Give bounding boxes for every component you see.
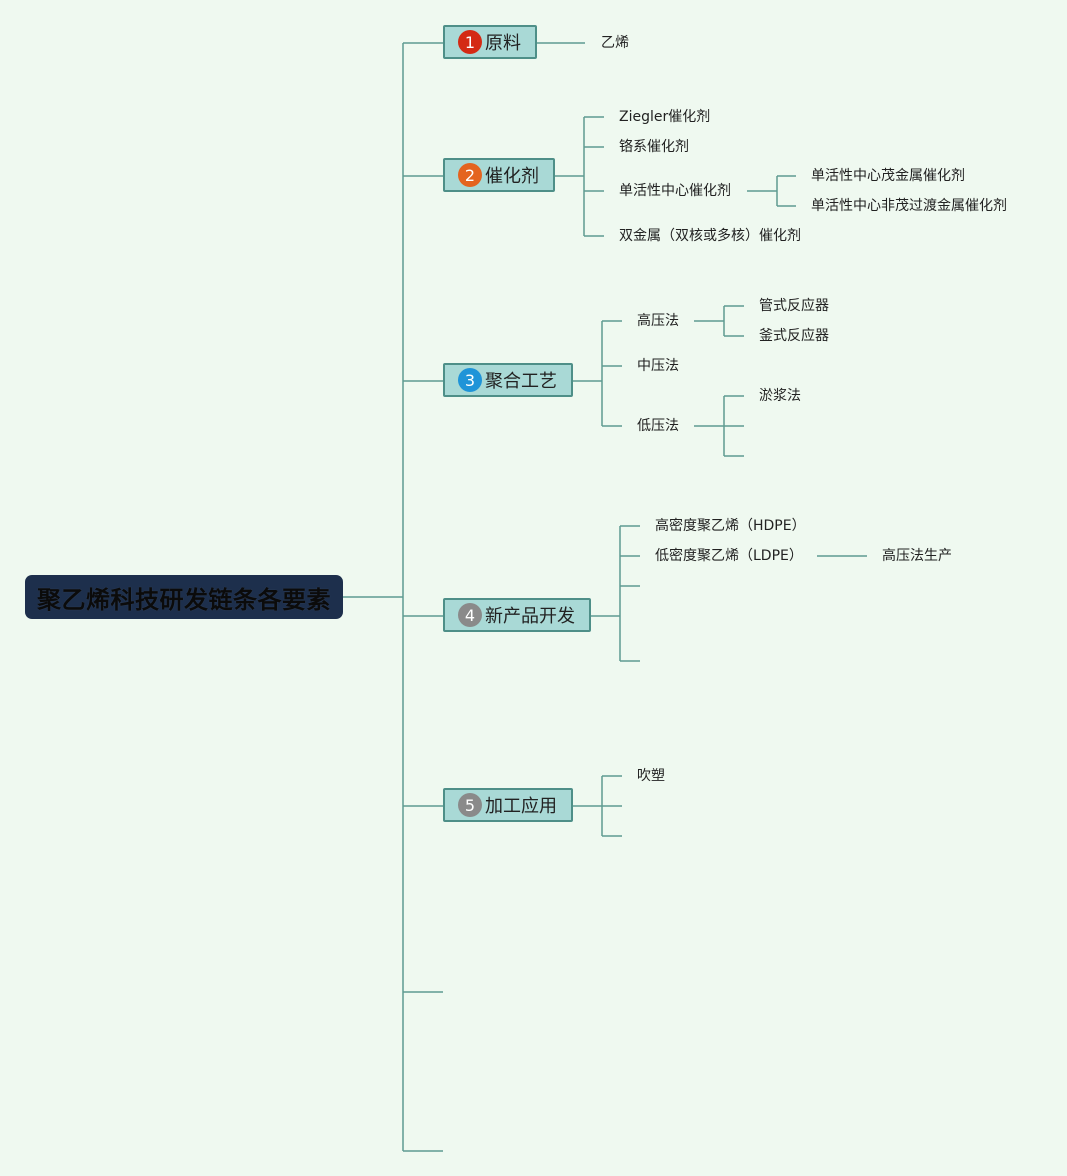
subtopic-bimetallic-catalyst[interactable]: 双金属（双核或多核）催化剂 (619, 228, 801, 244)
topic-label: 催化剂 (485, 166, 539, 187)
topic-label: 新产品开发 (485, 606, 575, 627)
topic-label: 加工应用 (485, 796, 557, 817)
topic-catalyst[interactable]: 2 催化剂 (443, 158, 555, 192)
subtopic-single-site-catalyst[interactable]: 单活性中心催化剂 (619, 183, 731, 199)
subtopic-ziegler-catalyst[interactable]: Ziegler催化剂 (619, 109, 711, 125)
subtopic-ldpe[interactable]: 低密度聚乙烯（LDPE） (655, 548, 803, 564)
number-1-icon: 1 (458, 30, 482, 54)
subtopic-autoclave-reactor[interactable]: 釜式反应器 (759, 328, 829, 344)
topic-label: 聚合工艺 (485, 371, 557, 392)
subtopic-blow-molding[interactable]: 吹塑 (637, 768, 665, 784)
subtopic-chromium-catalyst[interactable]: 铬系催化剂 (619, 139, 689, 155)
subtopic-metallocene-catalyst[interactable]: 单活性中心茂金属催化剂 (811, 168, 965, 184)
subtopic-non-metallocene-catalyst[interactable]: 单活性中心非茂过渡金属催化剂 (811, 198, 1007, 214)
number-2-icon: 2 (458, 163, 482, 187)
topic-polymerization[interactable]: 3 聚合工艺 (443, 363, 573, 397)
subtopic-tubular-reactor[interactable]: 管式反应器 (759, 298, 829, 314)
topic-new-products[interactable]: 4 新产品开发 (443, 598, 591, 632)
number-3-icon: 3 (458, 368, 482, 392)
topic-processing[interactable]: 5 加工应用 (443, 788, 573, 822)
number-4-icon: 4 (458, 603, 482, 627)
subtopic-ethylene[interactable]: 乙烯 (601, 35, 629, 51)
subtopic-medium-pressure[interactable]: 中压法 (637, 358, 679, 374)
subtopic-slurry-process[interactable]: 淤浆法 (759, 388, 801, 404)
subtopic-high-pressure-production[interactable]: 高压法生产 (882, 548, 952, 564)
subtopic-low-pressure[interactable]: 低压法 (637, 418, 679, 434)
topic-label: 原料 (485, 33, 521, 54)
root-title: 聚乙烯科技研发链条各要素 (37, 585, 331, 614)
number-5-icon: 5 (458, 793, 482, 817)
root-topic[interactable]: 聚乙烯科技研发链条各要素 (25, 575, 343, 619)
subtopic-hdpe[interactable]: 高密度聚乙烯（HDPE） (655, 518, 806, 534)
topic-raw-material[interactable]: 1 原料 (443, 25, 537, 59)
subtopic-high-pressure[interactable]: 高压法 (637, 313, 679, 329)
